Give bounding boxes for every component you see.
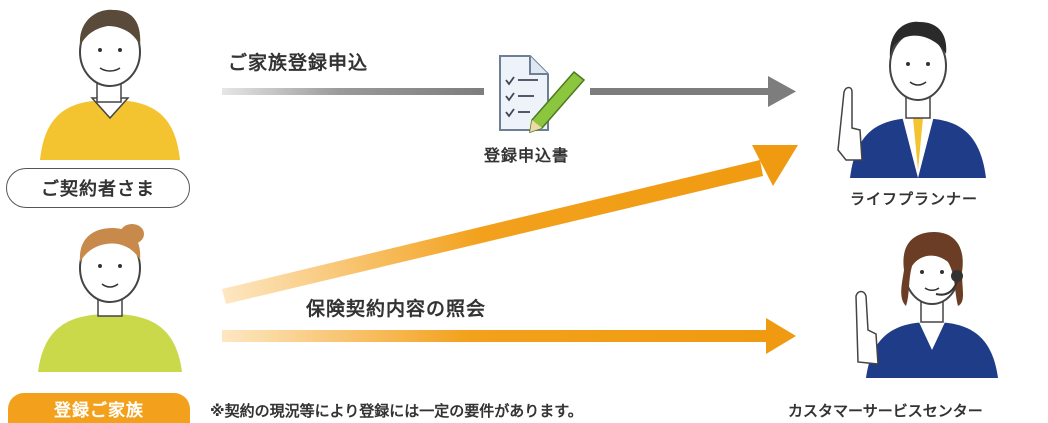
policyholder-badge: ご契約者さま [6,168,190,208]
family-member-figure [38,224,182,372]
inquiry-label: 保険契約内容の照会 [306,298,487,320]
requirements-note: ※契約の現況等により登録には一定の要件があります。 [210,402,583,420]
inquiry-to-planner-arrow [222,145,798,304]
life-planner-label: ライフプランナー [850,190,979,208]
customer-center-label: カスタマーサービスセンター [788,402,983,420]
application-form-label: 登録申込書 [484,146,570,165]
life-planner-figure [837,21,986,178]
inquiry-to-center-arrow [222,318,796,354]
application-arrow [222,76,796,107]
document-checklist-pencil-icon [499,55,586,134]
registered-family-badge: 登録ご家族 [8,393,190,423]
customer-service-figure [855,232,998,378]
policyholder-figure [40,9,180,160]
family-application-label: ご家族登録申込 [228,52,369,74]
